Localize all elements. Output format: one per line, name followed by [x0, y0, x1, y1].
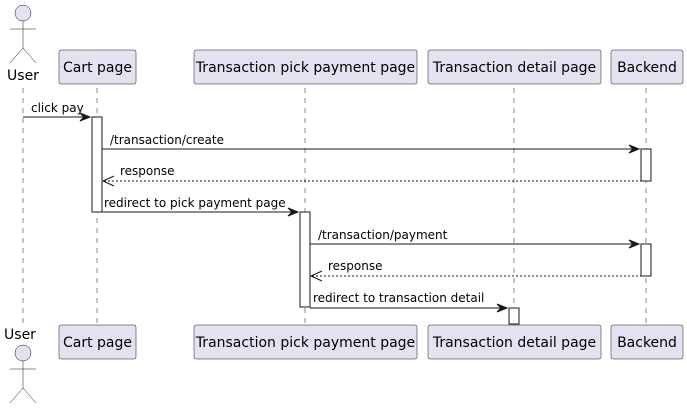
participant-pick-bottom: Transaction pick payment page: [193, 324, 418, 360]
participant-box: [427, 49, 602, 85]
arrowhead-open-icon: [101, 175, 115, 187]
message-redirect-detail: redirect to transaction detail: [310, 291, 509, 313]
arrowhead-icon: [628, 239, 641, 249]
actor-label-bottom: User: [4, 327, 36, 343]
participant-cart-bottom: Cart page: [58, 324, 137, 360]
actor-user-top: User: [7, 4, 39, 84]
actor-body-icon: [9, 21, 37, 64]
participant-label: Transaction pick payment page: [195, 60, 415, 76]
participant-label: Transaction pick payment page: [195, 335, 415, 351]
participant-box: [610, 49, 684, 85]
participant-box: [58, 324, 137, 360]
message-label: /transaction/create: [110, 133, 224, 147]
arrowhead-icon: [628, 144, 641, 154]
participant-box: [193, 49, 418, 85]
message-response-1: response: [101, 164, 641, 187]
arrowhead-icon: [79, 112, 92, 122]
participant-box: [58, 49, 137, 85]
participant-detail-top: Transaction detail page: [427, 49, 602, 85]
participant-label: Transaction detail page: [432, 335, 596, 351]
message-label: redirect to pick payment page: [104, 196, 286, 210]
participant-label: Transaction detail page: [432, 60, 596, 76]
participant-label: Backend: [617, 60, 677, 76]
message-label: response: [120, 164, 175, 178]
message-click-pay: click pay: [23, 101, 92, 122]
participant-box: [610, 324, 684, 360]
actor-head-icon: [14, 344, 32, 362]
participant-box: [427, 324, 602, 360]
participant-pick-top: Transaction pick payment page: [193, 49, 418, 85]
arrowhead-open-icon: [309, 270, 323, 282]
participant-detail-bottom: Transaction detail page: [427, 324, 602, 360]
activation-cart: [91, 116, 103, 213]
message-redirect-pick: redirect to pick payment page: [102, 196, 300, 217]
participant-backend-bottom: Backend: [610, 324, 684, 360]
participant-label: Cart page: [63, 60, 132, 76]
participant-label: Backend: [617, 335, 677, 351]
activation-detail: [508, 307, 520, 325]
activation-backend-2: [640, 243, 652, 277]
participant-label: Cart page: [63, 335, 132, 351]
activation-pick: [299, 211, 311, 308]
participant-cart-top: Cart page: [58, 49, 137, 85]
actor-label-top: User: [7, 68, 39, 84]
message-label: response: [328, 259, 383, 273]
arrowhead-icon: [287, 207, 300, 217]
message-label: click pay: [31, 101, 84, 115]
activation-backend-1: [640, 148, 652, 182]
actor-user-bottom: User: [4, 327, 37, 404]
participant-box: [193, 324, 418, 360]
message-transaction-create: /transaction/create: [102, 133, 641, 154]
arrowhead-icon: [496, 303, 509, 313]
actor-body-icon: [9, 361, 37, 404]
actor-head-icon: [14, 4, 32, 22]
participant-backend-top: Backend: [610, 49, 684, 85]
message-response-2: response: [309, 259, 641, 282]
message-transaction-payment: /transaction/payment: [310, 228, 641, 249]
message-label: redirect to transaction detail: [313, 291, 484, 305]
message-label: /transaction/payment: [318, 228, 448, 242]
